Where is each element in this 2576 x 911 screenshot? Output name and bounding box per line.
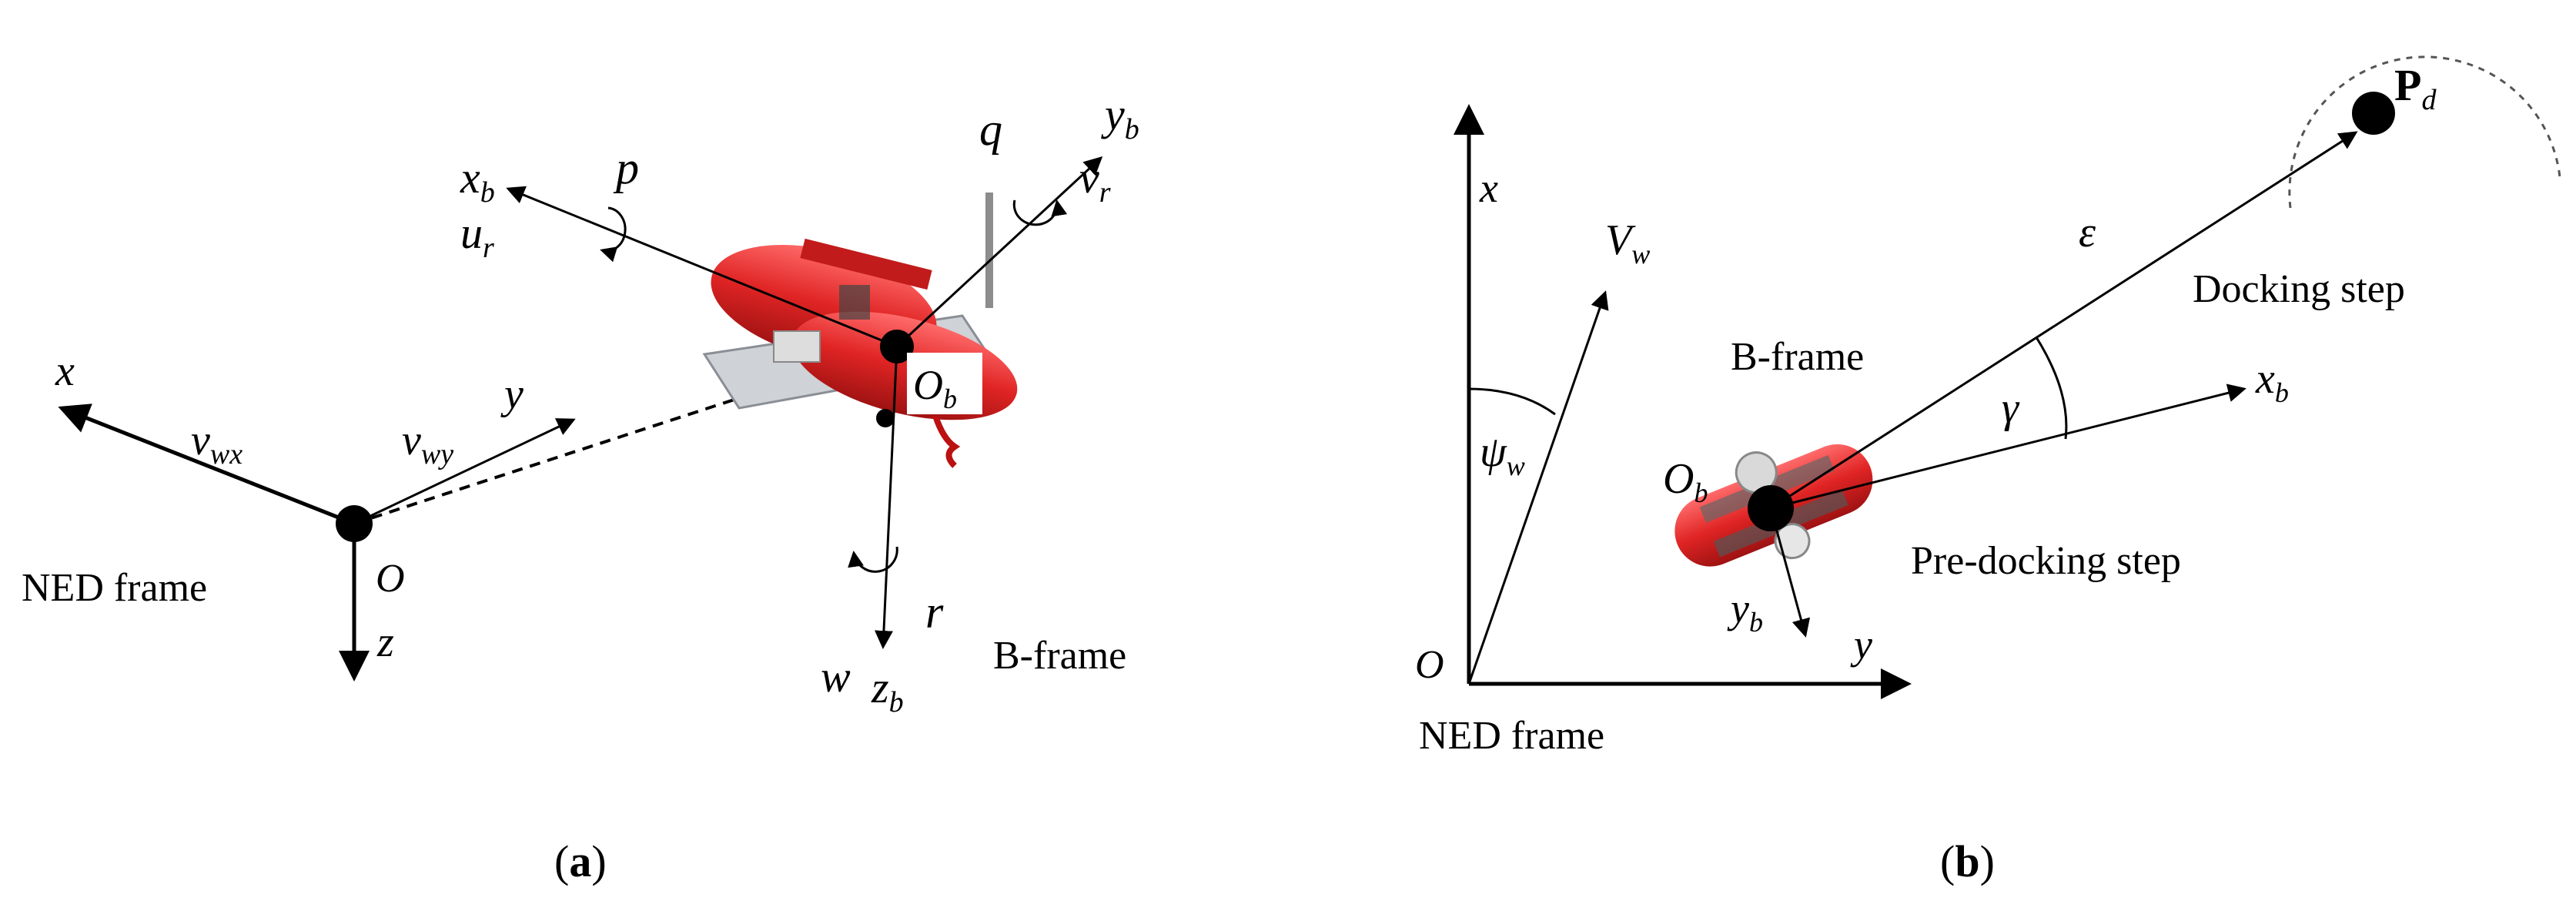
wind-vector bbox=[1467, 290, 1609, 685]
gamma-label: γ bbox=[2002, 384, 2020, 432]
p-label: p bbox=[613, 142, 639, 193]
yaw-r-arc bbox=[848, 546, 898, 573]
body-xb-axis bbox=[506, 186, 898, 348]
xb-label-a: xb bbox=[460, 152, 495, 209]
yb-label-a: yb bbox=[1101, 89, 1139, 146]
ned-y-label: y bbox=[500, 370, 524, 418]
panel-b: x y O NED frame Vw ψw B-frame Ob xb yb ε… bbox=[1415, 55, 2561, 886]
xb-label-b: xb bbox=[2255, 355, 2289, 408]
vr-label: vr bbox=[1079, 152, 1111, 209]
caption-b: (b) bbox=[1940, 836, 1995, 886]
docking-region-arc bbox=[2288, 55, 2561, 209]
ned-frame-label-b: NED frame bbox=[1419, 714, 1604, 758]
psi-w-arc bbox=[1468, 387, 1556, 416]
ned-z-label: z bbox=[376, 618, 394, 666]
body-origin-dot-b bbox=[1748, 485, 1794, 531]
pre-docking-step-label: Pre-docking step bbox=[1911, 539, 2181, 583]
ur-label: ur bbox=[460, 208, 494, 264]
ned-origin-label: O bbox=[376, 557, 405, 601]
target-pd-dot bbox=[2352, 92, 2395, 135]
body-origin-label: Ob bbox=[913, 362, 957, 414]
body-yb-axis bbox=[895, 156, 1103, 348]
los-line bbox=[1770, 131, 2358, 510]
r-label: r bbox=[925, 587, 944, 638]
v-wy-label: vwy bbox=[402, 417, 453, 471]
v-wx-label: vwx bbox=[191, 417, 243, 471]
dashed-link bbox=[353, 345, 898, 525]
ned-frame-label-a: NED frame bbox=[22, 566, 207, 610]
body-zb-axis bbox=[874, 346, 898, 649]
psi-w-label: ψw bbox=[1480, 428, 1525, 481]
axis-y-label-b: y bbox=[1850, 621, 1872, 668]
caption-a: (a) bbox=[554, 836, 607, 886]
vw-label: Vw bbox=[1605, 216, 1650, 270]
yb-label-b: yb bbox=[1727, 585, 1763, 638]
body-origin-label-b: Ob bbox=[1663, 455, 1708, 508]
w-label: w bbox=[821, 651, 851, 702]
body-origin-label-box bbox=[907, 353, 982, 414]
body-xb-axis-b bbox=[1770, 383, 2246, 510]
ned-x-label: x bbox=[55, 347, 75, 395]
gamma-arc bbox=[2035, 337, 2068, 440]
pitch-q-arc bbox=[1012, 199, 1068, 226]
origin-label-b: O bbox=[1415, 643, 1444, 687]
zb-label-a: zb bbox=[871, 662, 904, 718]
ned-y-axis bbox=[353, 418, 576, 525]
vehicle-illustration-a bbox=[702, 193, 1018, 468]
b-frame-label-a: B-frame bbox=[993, 634, 1126, 678]
b-frame-label-b: B-frame bbox=[1731, 335, 1864, 379]
ned-origin-dot bbox=[336, 505, 373, 542]
pd-label: Pd bbox=[2394, 60, 2437, 116]
epsilon-label: ε bbox=[2079, 209, 2096, 256]
docking-step-label: Docking step bbox=[2193, 267, 2405, 311]
ned-x-axis bbox=[58, 404, 355, 526]
axis-x-label-b: x bbox=[1479, 165, 1498, 211]
panel-a: x y z O NED frame vwx vwy Ob xb ur p yb … bbox=[22, 89, 1139, 886]
body-secondary-dot bbox=[876, 409, 895, 427]
q-label: q bbox=[979, 104, 1002, 155]
body-origin-dot bbox=[880, 330, 914, 363]
roll-p-arc bbox=[600, 206, 627, 263]
